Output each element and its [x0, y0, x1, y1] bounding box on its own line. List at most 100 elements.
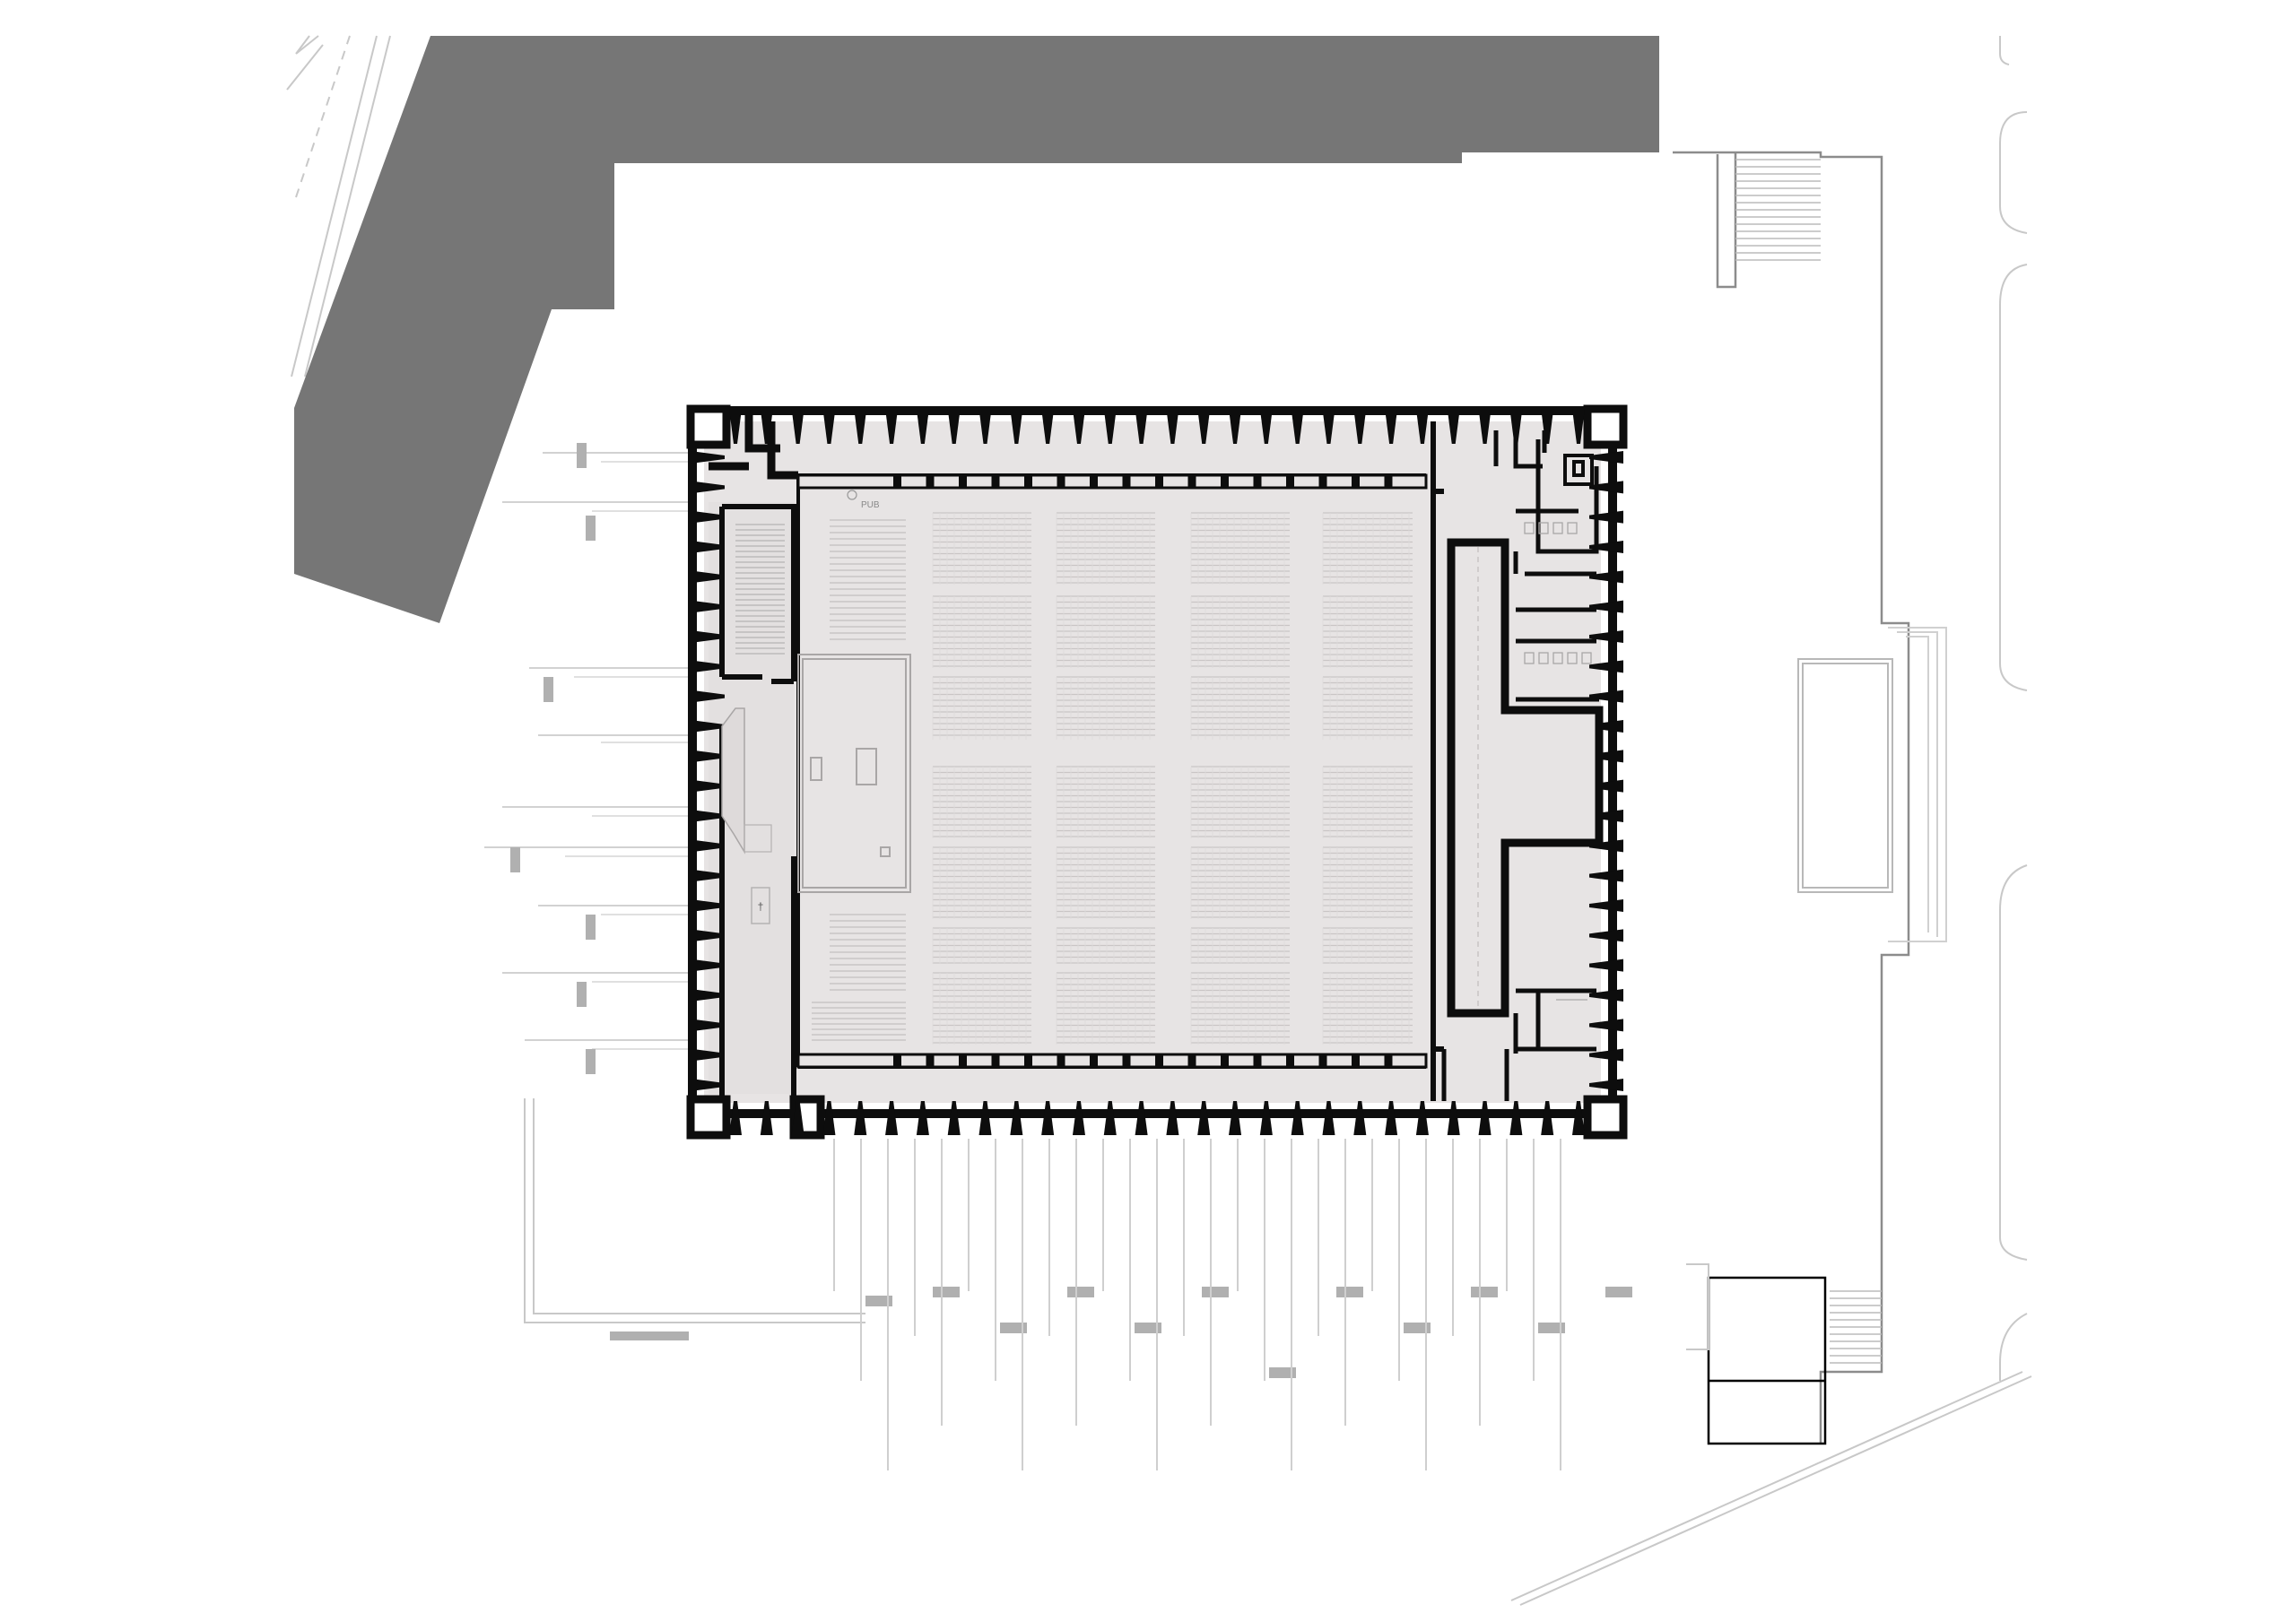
stair-bottom-right	[1830, 1290, 1882, 1364]
choir-seating	[812, 519, 906, 1041]
bench	[544, 677, 553, 702]
mullion	[893, 1054, 901, 1067]
long-bench	[610, 1331, 689, 1340]
column-left	[691, 600, 725, 613]
toilet	[1552, 522, 1563, 534]
column-right	[1589, 1019, 1623, 1032]
curb-right-5	[1999, 1313, 2028, 1381]
column-bottom	[1197, 1101, 1211, 1135]
column-right	[1589, 989, 1623, 1002]
mullion	[1221, 1054, 1229, 1067]
road-dashed-left	[295, 35, 351, 198]
column-top	[1103, 409, 1117, 444]
column-top	[978, 409, 992, 444]
bench	[1336, 1287, 1363, 1297]
bench	[933, 1287, 960, 1297]
kiosk-bottom-right	[1707, 1276, 1827, 1445]
column-bottom	[1385, 1101, 1398, 1135]
site-context	[286, 35, 2032, 1606]
column-top	[1353, 409, 1367, 444]
street-line-left	[286, 35, 324, 91]
mullion	[1352, 475, 1360, 488]
column-bottom	[916, 1101, 929, 1135]
east-rooms	[1441, 430, 1599, 1101]
west-aisle-fixtures: †	[744, 824, 772, 924]
column-bottom	[1541, 1101, 1554, 1135]
lectern-label: PUB	[861, 500, 880, 510]
column-left	[691, 958, 725, 972]
column-top	[916, 409, 929, 444]
column-right	[1589, 481, 1623, 494]
column-top	[1259, 409, 1273, 444]
column-bottom	[729, 1101, 742, 1135]
column-top	[760, 409, 773, 444]
column-top	[1072, 409, 1085, 444]
column-left	[691, 779, 725, 793]
column-bottom	[947, 1101, 961, 1135]
toilet	[1538, 522, 1549, 534]
column-left	[691, 1048, 725, 1062]
column-left	[691, 1019, 725, 1032]
bench	[1404, 1323, 1431, 1333]
column-right	[1589, 779, 1623, 793]
column-bottom	[1353, 1101, 1367, 1135]
lectern-circle	[847, 490, 857, 500]
mullion	[1286, 475, 1294, 488]
forecourt	[484, 443, 1632, 1378]
column-top	[1197, 409, 1211, 444]
toilet	[1552, 652, 1563, 664]
road-diagonal	[1510, 1371, 2032, 1606]
column-left	[691, 929, 725, 942]
bench	[1000, 1323, 1027, 1333]
toilet	[1524, 522, 1535, 534]
mullion	[1384, 1054, 1393, 1067]
nave-bar-bottom	[796, 1053, 1428, 1069]
column-bottom	[1166, 1101, 1179, 1135]
column-right	[1589, 600, 1623, 613]
column-bottom	[1478, 1101, 1492, 1135]
column-top	[885, 409, 899, 444]
mullion	[1057, 475, 1065, 488]
column-bottom	[1041, 1101, 1055, 1135]
column-bottom	[978, 1101, 992, 1135]
mullion	[1253, 1054, 1262, 1067]
column-left	[691, 510, 725, 524]
mullion	[959, 1054, 967, 1067]
column-left	[691, 541, 725, 553]
toilet	[1581, 652, 1592, 664]
column-top	[1509, 409, 1523, 444]
column-top	[1291, 409, 1304, 444]
column-bottom	[1072, 1101, 1085, 1135]
column-top	[1322, 409, 1335, 444]
column-top	[791, 409, 804, 444]
column-left	[691, 750, 725, 763]
column-right	[1589, 750, 1623, 763]
mullion	[1155, 1054, 1163, 1067]
column-left	[691, 899, 725, 912]
column-right	[1589, 660, 1623, 673]
column-top	[947, 409, 961, 444]
font	[880, 846, 891, 857]
column-bottom	[1447, 1101, 1460, 1135]
column-bottom	[1322, 1101, 1335, 1135]
curb-right-1	[1999, 36, 2010, 65]
mullion	[926, 1054, 935, 1067]
curb-right-4	[1999, 864, 2028, 1261]
bench	[1135, 1323, 1161, 1333]
mullion	[1024, 1054, 1032, 1067]
column-left	[691, 720, 725, 733]
corner-piers	[686, 404, 1628, 1140]
bench	[1471, 1287, 1498, 1297]
forecourt-left-outline	[524, 1098, 865, 1323]
column-bottom	[1259, 1101, 1273, 1135]
bench	[1067, 1287, 1094, 1297]
bench	[1538, 1323, 1565, 1333]
sanctuary-platform	[797, 654, 911, 893]
column-bottom	[822, 1101, 836, 1135]
column-bottom	[1103, 1101, 1117, 1135]
column-bottom	[1010, 1101, 1023, 1135]
building: † PUB	[686, 404, 1628, 1140]
column-bottom	[791, 1101, 804, 1135]
road-edge-left	[291, 35, 391, 377]
column-bottom	[1415, 1101, 1429, 1135]
